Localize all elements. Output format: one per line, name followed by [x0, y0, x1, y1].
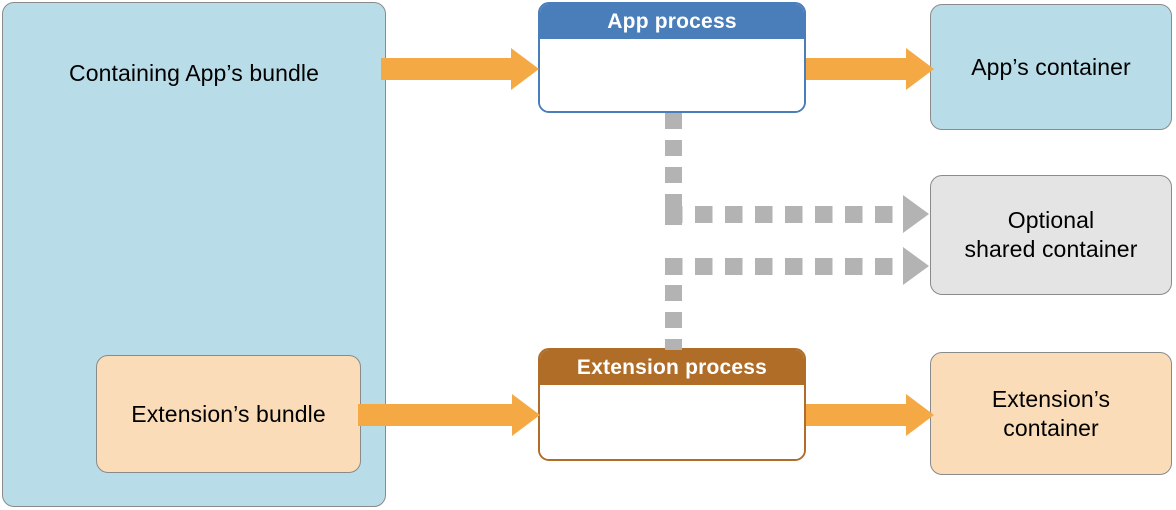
arrow-shaft: [358, 404, 514, 426]
dashed-line-extension-process-to-shared-container: [665, 258, 905, 275]
app-process-body: [540, 39, 804, 111]
optional-shared-container-box: Optional shared container: [930, 175, 1172, 295]
arrow-containing-app-bundle-to-app-process: [381, 48, 539, 90]
arrow-extension-process-to-extension-container: [806, 394, 934, 436]
dashed-arrow-head-upper-icon: [903, 195, 929, 233]
extension-bundle-label: Extension’s bundle: [131, 400, 326, 427]
optional-shared-container-label: Optional shared container: [965, 206, 1138, 264]
arrow-shaft: [381, 58, 513, 80]
app-process-box: App process: [538, 2, 806, 113]
containing-app-bundle-label: Containing App’s bundle: [69, 60, 319, 86]
arrow-extension-bundle-to-extension-process: [358, 394, 540, 436]
extension-process-label: Extension process: [576, 355, 768, 379]
arrow-shaft: [806, 58, 908, 80]
dashed-arrow-head-lower-icon: [903, 247, 929, 285]
app-process-label: App process: [607, 9, 737, 33]
arrow-shaft: [806, 404, 908, 426]
extension-container-label-line-2: container: [1003, 414, 1099, 441]
extension-process-header: Extension process: [540, 350, 804, 385]
arrow-head-icon: [906, 394, 934, 436]
optional-shared-container-label-line-2: shared container: [964, 236, 1138, 262]
dashed-line-app-process-vertical: [665, 113, 682, 225]
extension-process-box: Extension process: [538, 348, 806, 461]
arrow-head-icon: [511, 48, 539, 90]
extension-bundle-box: Extension’s bundle: [96, 355, 361, 473]
extension-container-box: Extension’s container: [930, 352, 1172, 475]
optional-shared-container-label-line-1: Optional: [1007, 207, 1095, 234]
arrow-app-process-to-app-container: [806, 48, 934, 90]
arrow-head-icon: [906, 48, 934, 90]
app-container-box: App’s container: [930, 4, 1172, 130]
app-container-label: App’s container: [971, 53, 1131, 80]
dashed-line-app-process-to-shared-container: [665, 206, 905, 223]
extension-process-body: [540, 385, 804, 459]
arrow-head-icon: [512, 394, 540, 436]
extension-container-label-line-1: Extension’s: [991, 385, 1111, 412]
extension-container-label: Extension’s container: [992, 385, 1110, 443]
dashed-line-extension-process-vertical: [665, 258, 682, 350]
app-process-header: App process: [540, 4, 804, 39]
